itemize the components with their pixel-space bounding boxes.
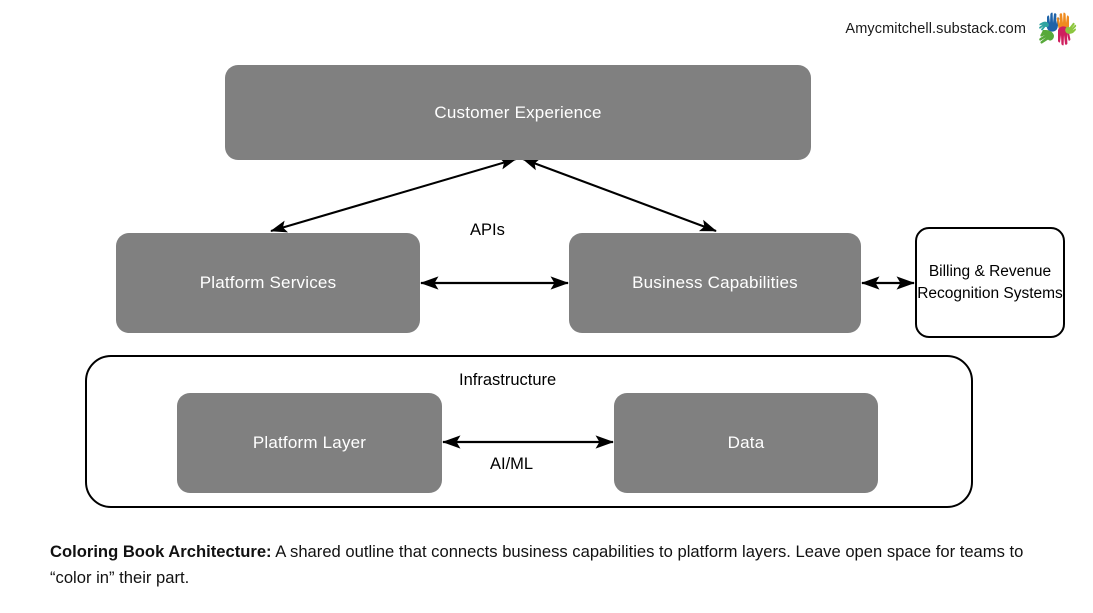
node-platform-services-label: Platform Services xyxy=(199,273,337,292)
node-data[interactable]: Data xyxy=(614,393,878,493)
node-billing-revenue-recognition-systems[interactable]: Billing & Revenue Recognition Systems xyxy=(915,227,1065,338)
infrastructure-container[interactable] xyxy=(85,355,973,508)
figure-caption: Coloring Book Architecture: A shared out… xyxy=(50,539,1060,590)
caption-lead-text: Coloring Book Architecture: xyxy=(50,542,272,561)
node-platform-layer-label: Platform Layer xyxy=(252,433,367,452)
node-business-capabilities-label: Business Capabilities xyxy=(632,273,798,292)
site-url-label: Amycmitchell.substack.com xyxy=(845,21,1026,37)
site-header: Amycmitchell.substack.com xyxy=(845,8,1079,50)
node-platform-services[interactable]: Platform Services xyxy=(116,233,420,333)
caption-body-text: A shared outline that connects business … xyxy=(50,542,1024,587)
node-platform-layer[interactable]: Platform Layer xyxy=(177,393,442,493)
node-business-capabilities[interactable]: Business Capabilities xyxy=(569,233,861,333)
edge-label-ai-ml: AI/ML xyxy=(490,455,534,473)
node-customer-experience[interactable]: Customer Experience xyxy=(225,65,811,160)
architecture-diagram: Customer Experience Platform Services Bu… xyxy=(85,65,1065,508)
arrow-business-capabilities-to-customer-experience xyxy=(522,158,717,232)
node-billing-systems-label: Billing & Revenue Recognition Systems xyxy=(917,262,1063,302)
edge-label-apis: APIs xyxy=(470,221,505,239)
label-infrastructure: Infrastructure xyxy=(459,371,557,389)
node-customer-experience-label: Customer Experience xyxy=(434,102,602,122)
node-data-label: Data xyxy=(727,433,765,452)
colorful-hands-logo-icon xyxy=(1037,8,1079,50)
